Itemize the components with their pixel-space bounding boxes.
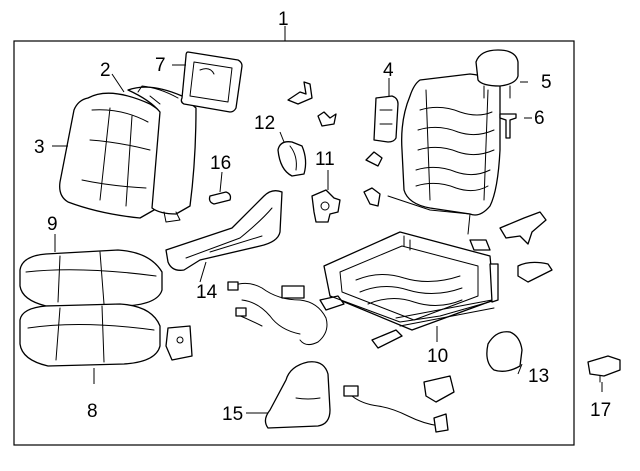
part-back-panel	[180, 51, 243, 113]
part-wire-harness	[227, 281, 328, 346]
callout-3: 3	[34, 137, 45, 158]
part-seat-side-cover	[264, 361, 331, 429]
callout-16: 16	[210, 153, 231, 174]
part-recliner-bracket	[311, 189, 341, 223]
callout-6: 6	[534, 108, 545, 129]
callout-9: 9	[47, 214, 58, 235]
part-seatback-cover	[59, 92, 163, 219]
callout-17: 17	[590, 400, 611, 421]
callout-10: 10	[427, 346, 448, 367]
part-seat-track	[395, 299, 495, 327]
assembly-frame	[13, 40, 575, 446]
part-small-clip	[587, 355, 621, 383]
part-seat-frame	[319, 231, 499, 349]
part-bolt	[499, 113, 517, 139]
callout-7: 7	[155, 55, 166, 76]
callout-1: 1	[278, 9, 289, 30]
part-side-bolster	[373, 95, 399, 143]
callout-8: 8	[87, 401, 98, 422]
part-recliner-cover	[277, 141, 307, 177]
part-clip	[208, 191, 232, 205]
part-cushion-bracket	[165, 325, 193, 361]
leader-lines	[52, 26, 603, 414]
part-seatback-pad	[127, 85, 197, 223]
part-seat-cushion-pad	[19, 303, 161, 367]
callout-4: 4	[383, 60, 394, 81]
part-headrest	[475, 49, 519, 99]
callout-labels: 1 2 3 4 5 6 7 8 9 10 11 12 13 14 15 16 1…	[34, 9, 611, 425]
callout-15: 15	[222, 404, 243, 425]
part-seat-belt-buckle	[343, 375, 455, 433]
part-seatback-frame	[387, 73, 501, 235]
callout-5: 5	[541, 72, 552, 93]
callout-14: 14	[196, 282, 218, 303]
part-small-brackets	[287, 81, 383, 207]
part-side-shield	[165, 190, 283, 271]
callout-13: 13	[528, 366, 549, 387]
part-seat-cushion-cover	[19, 249, 163, 307]
callout-12: 12	[254, 113, 275, 134]
part-side-brackets	[469, 211, 553, 283]
callout-11: 11	[315, 149, 335, 170]
callout-2: 2	[100, 60, 111, 81]
part-track-cover	[486, 331, 523, 372]
